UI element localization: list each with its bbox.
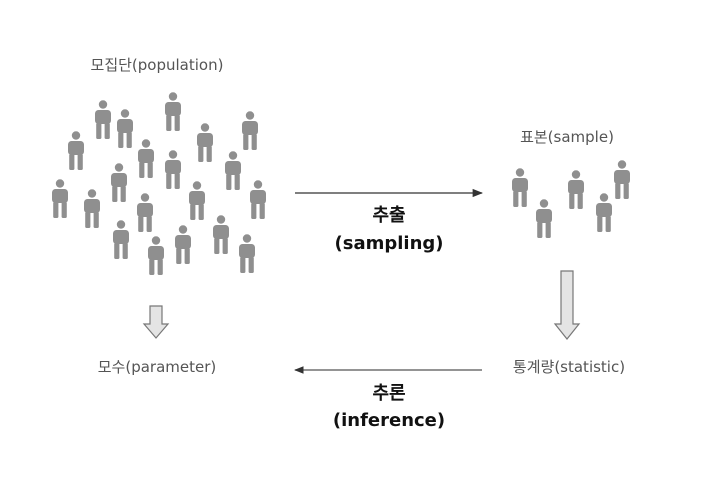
person-icon (239, 234, 255, 273)
person-icon (189, 181, 205, 220)
person-icon (614, 160, 630, 199)
inference-korean-label: 추론 (372, 383, 405, 404)
person-icon (596, 193, 612, 232)
person-icon (117, 109, 133, 148)
statistic-label: 통계량(statistic) (513, 358, 625, 376)
sample-label: 표본(sample) (520, 128, 614, 146)
person-icon (95, 100, 111, 139)
person-icon (68, 131, 84, 170)
sampling-korean-label: 추출 (372, 205, 405, 226)
person-icon (113, 220, 129, 259)
sample-people-group (512, 160, 630, 238)
person-icon (197, 123, 213, 162)
person-icon (536, 199, 552, 238)
person-icon (84, 189, 100, 228)
population-label: 모집단(population) (91, 56, 224, 74)
person-icon (52, 179, 68, 218)
person-icon (137, 193, 153, 232)
person-icon (568, 170, 584, 209)
block-down-arrow-icon (142, 305, 170, 339)
parameter-label: 모수(parameter) (98, 358, 217, 376)
person-icon (148, 236, 164, 275)
person-icon (250, 180, 266, 219)
person-icon (175, 225, 191, 264)
person-icon (165, 150, 181, 189)
population-people-group (52, 92, 266, 275)
person-icon (213, 215, 229, 254)
block-down-arrow-icon (553, 270, 581, 340)
inference-english-label: (inference) (333, 410, 445, 431)
person-icon (138, 139, 154, 178)
person-icon (165, 92, 181, 131)
person-icon (512, 168, 528, 207)
person-icon (111, 163, 127, 202)
sampling-english-label: (sampling) (335, 233, 444, 254)
person-icon (242, 111, 258, 150)
person-icon (225, 151, 241, 190)
